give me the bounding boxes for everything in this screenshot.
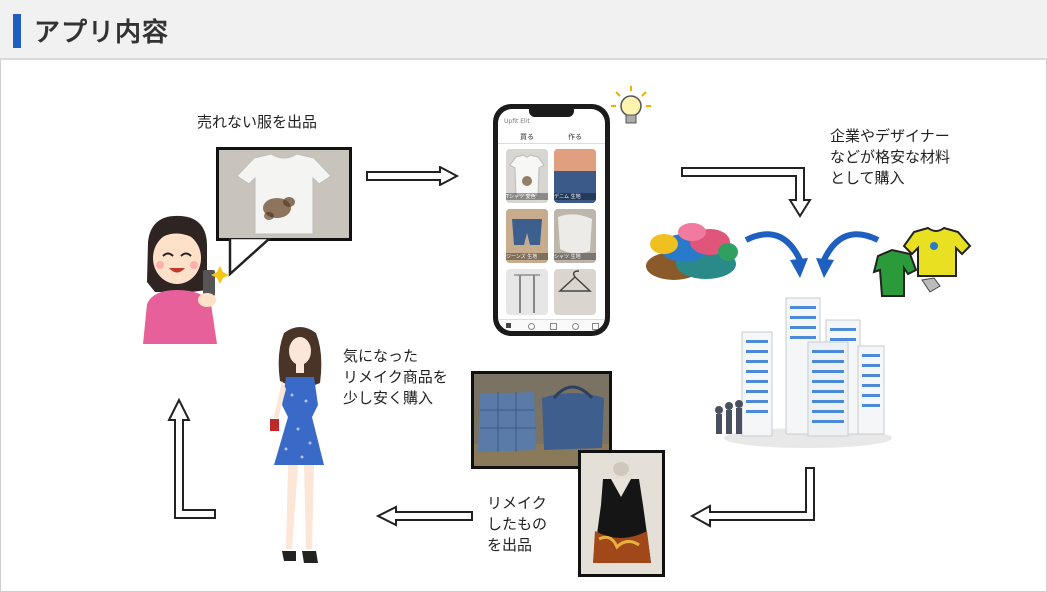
tab-buy[interactable]: 買る: [520, 133, 534, 141]
list-item[interactable]: デニム 生地: [554, 149, 596, 203]
arrow-back-to-seller: [167, 398, 216, 519]
profile-icon[interactable]: [592, 323, 599, 330]
list-item[interactable]: ジーンズ 生地: [506, 209, 548, 263]
clothes-pile-illustration: [646, 223, 738, 280]
stained-tshirt-photo: [216, 147, 352, 241]
list-item[interactable]: Tシャツ 変色: [506, 149, 548, 203]
phone-notch: [529, 109, 574, 117]
label-company-buy-1: 企業やデザイナー: [830, 127, 950, 145]
notification-icon[interactable]: [572, 323, 579, 330]
slide-header: アプリ内容: [0, 0, 1047, 60]
arrow-to-remake: [690, 467, 815, 528]
item-caption: デニム 生地: [554, 193, 596, 200]
list-item[interactable]: [506, 269, 548, 315]
header-accent-bar: [13, 14, 21, 48]
woman-customer-illustration: [270, 327, 324, 563]
camera-icon[interactable]: [550, 323, 557, 330]
label-remake-sell-2: したもの: [487, 515, 548, 533]
item-caption: ジーンズ 生地: [506, 253, 548, 260]
speech-tail: [228, 238, 272, 277]
home-icon[interactable]: [506, 323, 511, 328]
app-name: Upfit Elit: [504, 118, 530, 125]
curved-arrow-left: [744, 231, 808, 278]
label-customer-buy-1: 気になった: [343, 347, 419, 365]
list-item[interactable]: [554, 269, 596, 315]
tab-make[interactable]: 作る: [568, 133, 582, 141]
girl-with-phone-illustration: [143, 215, 229, 344]
tab-divider: [498, 143, 605, 144]
lightbulb-icon: [611, 86, 651, 124]
company-buildings-illustration: [715, 297, 892, 448]
arrow-to-app: [366, 166, 460, 186]
label-customer-buy-2: リメイク商品を: [343, 368, 448, 386]
label-remake-sell-1: リメイク: [487, 494, 547, 512]
arrow-to-companies: [681, 167, 812, 218]
remade-dress-photo: [578, 450, 665, 577]
app-screen: Upfit Elit 買る 作る Tシャツ 変色 デニム 生地 ジーンズ 生地 …: [498, 109, 605, 331]
search-icon[interactable]: [528, 323, 535, 330]
item-caption: Tシャツ 変色: [506, 193, 548, 200]
label-sell-clothes: 売れない服を出品: [197, 113, 318, 131]
label-company-buy-2: などが格安な材料: [830, 148, 951, 166]
used-shirts-illustration: [872, 226, 972, 297]
list-item[interactable]: シャツ 生地: [554, 209, 596, 263]
page-title: アプリ内容: [34, 18, 170, 48]
arrow-to-customer: [376, 505, 473, 527]
label-remake-sell-3: を出品: [487, 536, 533, 554]
label-customer-buy-3: 少し安く購入: [343, 389, 434, 407]
bottom-nav: [498, 319, 605, 331]
curved-arrow-right: [816, 231, 880, 278]
item-caption: シャツ 生地: [554, 253, 596, 260]
smartphone-mockup: Upfit Elit 買る 作る Tシャツ 変色 デニム 生地 ジーンズ 生地 …: [493, 104, 610, 336]
label-company-buy-3: として購入: [830, 169, 905, 187]
